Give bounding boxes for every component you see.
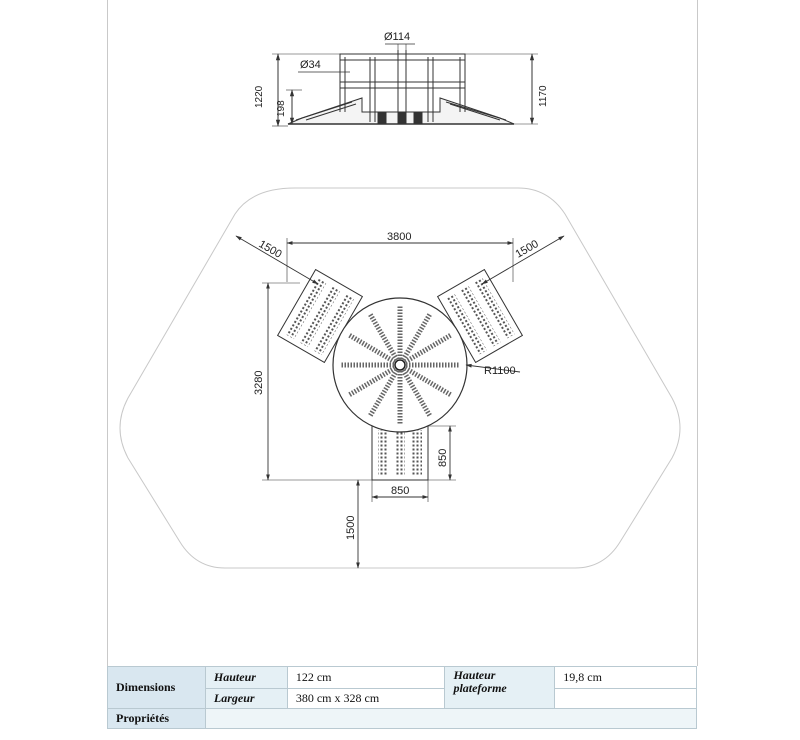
dim-arm-left: 1500 bbox=[257, 238, 284, 261]
hauteur-label: Hauteur bbox=[204, 666, 288, 689]
drawing-sheet bbox=[107, 0, 698, 666]
hauteur-plateforme-label: Hauteur plateforme bbox=[444, 666, 556, 709]
side-top-rail bbox=[339, 53, 466, 61]
side-view bbox=[272, 43, 538, 127]
proprietes-value bbox=[204, 708, 698, 729]
dim-radius: R1100 bbox=[484, 365, 516, 377]
proprietes-label: Propriétés bbox=[107, 708, 206, 729]
dim-height-right: 1170 bbox=[538, 85, 549, 107]
left-step bbox=[276, 268, 364, 364]
right-step bbox=[436, 268, 524, 364]
dim-width-overall: 3800 bbox=[387, 231, 411, 243]
plan-view bbox=[119, 187, 681, 569]
specs-table: Dimensions Hauteur 122 cm Hauteur platef… bbox=[107, 666, 698, 729]
dim-diam-post: Ø34 bbox=[300, 59, 321, 71]
center-post bbox=[394, 359, 406, 371]
hauteur-plateforme-value: 19,8 cm bbox=[554, 666, 697, 689]
dim-diam-top: Ø114 bbox=[384, 31, 410, 43]
dim-bottom-clearance: 1500 bbox=[345, 516, 357, 540]
dimensions-label: Dimensions bbox=[107, 666, 206, 709]
hauteur-value: 122 cm bbox=[286, 666, 446, 689]
dim-height-overall: 3280 bbox=[253, 371, 265, 395]
dim-step-width: 850 bbox=[391, 485, 409, 497]
empty-cell bbox=[554, 688, 697, 709]
bottom-step bbox=[371, 425, 429, 481]
largeur-label: Largeur bbox=[204, 688, 288, 709]
dim-height-platform: 198 bbox=[276, 100, 287, 117]
platform-spokes bbox=[341, 306, 459, 424]
dim-height-total: 1220 bbox=[254, 85, 265, 108]
largeur-value: 380 cm x 328 cm bbox=[286, 688, 446, 709]
safety-zone-outline bbox=[119, 187, 681, 569]
technical-drawing: Ø114 Ø34 1220 198 1170 bbox=[119, 31, 681, 569]
dim-step-depth: 850 bbox=[437, 449, 449, 467]
